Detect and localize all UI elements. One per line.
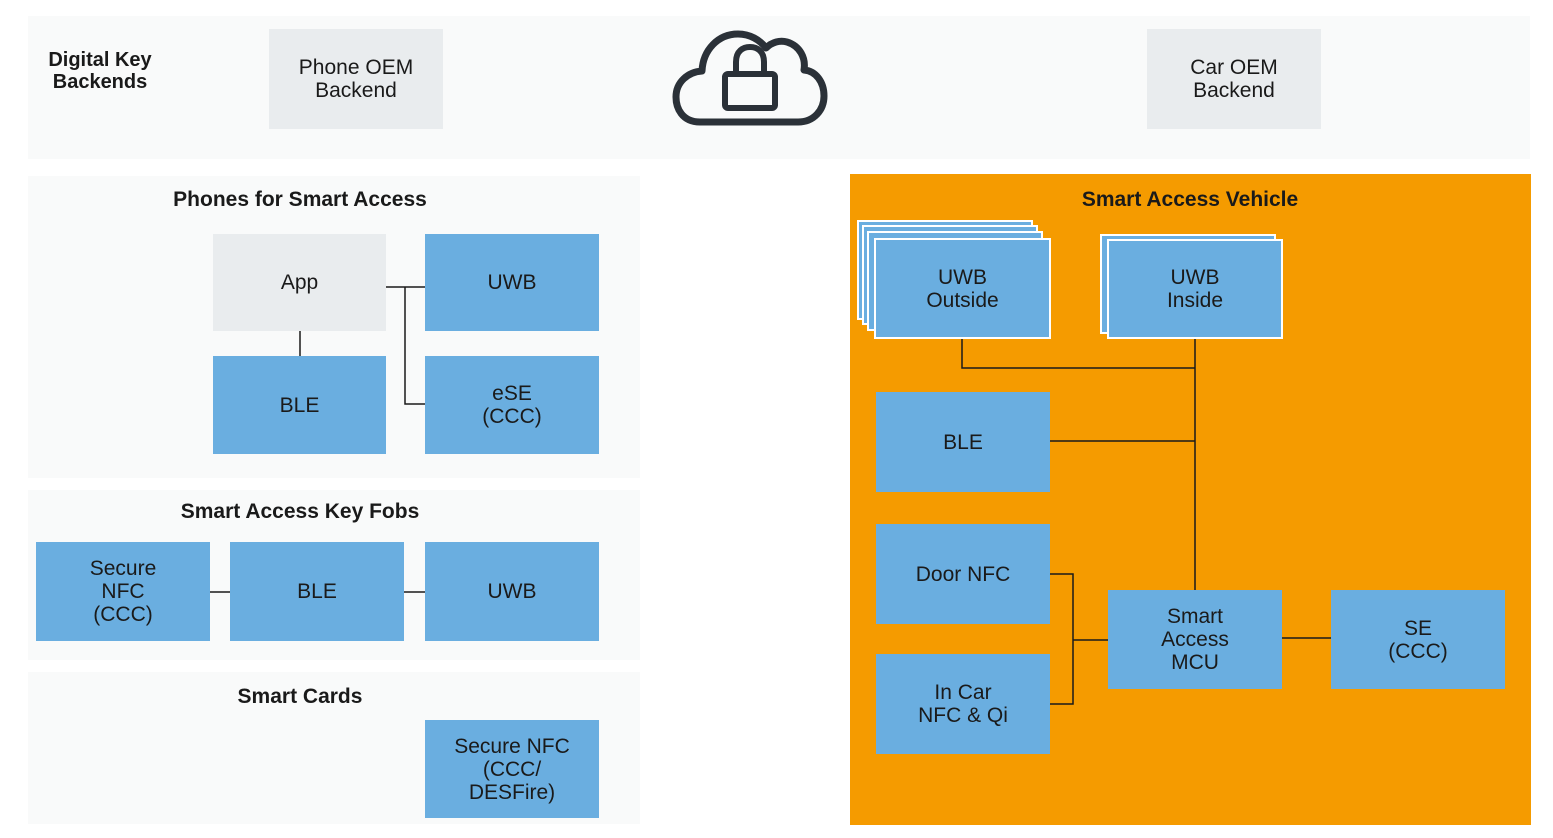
fob-ble-block: BLE (230, 542, 404, 641)
vehicle-ble-block: BLE (876, 392, 1050, 492)
cloud-lock-icon (672, 30, 828, 126)
smart-cards-title: Smart Cards (237, 685, 363, 708)
backends-title: Digital Key Backends (48, 49, 152, 93)
smart-access-mcu-block: Smart Access MCU (1108, 590, 1282, 689)
uwb-inside-block: UWB Inside (1107, 239, 1283, 339)
phones-title: Phones for Smart Access (173, 188, 427, 211)
phone-oem-backend: Phone OEM Backend (269, 29, 443, 129)
fob-secure-nfc-block: Secure NFC (CCC) (36, 542, 210, 641)
uwb-outside-block: UWB Outside (874, 238, 1051, 339)
key-fobs-title: Smart Access Key Fobs (180, 500, 420, 523)
car-oem-backend: Car OEM Backend (1147, 29, 1321, 129)
door-nfc-block: Door NFC (876, 524, 1050, 624)
vehicle-se-block: SE (CCC) (1331, 590, 1505, 689)
vehicle-title: Smart Access Vehicle (1081, 188, 1299, 211)
in-car-nfc-qi-block: In Car NFC & Qi (876, 654, 1050, 754)
phone-ese-block: eSE (CCC) (425, 356, 599, 454)
phone-app-block: App (213, 234, 386, 331)
phone-ble-block: BLE (213, 356, 386, 454)
fob-uwb-block: UWB (425, 542, 599, 641)
phone-uwb-block: UWB (425, 234, 599, 331)
card-secure-nfc-block: Secure NFC (CCC/ DESFire) (425, 720, 599, 818)
